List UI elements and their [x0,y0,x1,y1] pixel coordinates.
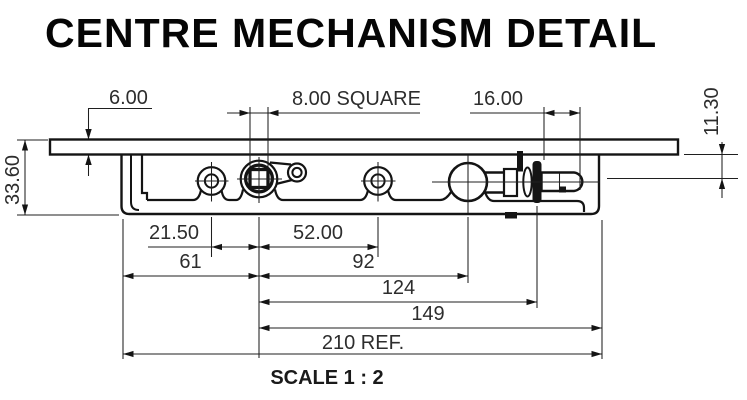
svg-text:210 REF.: 210 REF. [322,332,404,354]
dim-square-spindle: 8.00 SQUARE [227,88,421,167]
svg-text:61: 61 [179,251,201,273]
dimensions: 6.00 8.00 SQUARE 16.00 11.30 [2,87,738,359]
dim-plate-thickness: 6.00 [85,87,152,176]
case-step [140,154,149,200]
slot-edge [273,189,370,202]
spindle-assembly [484,151,584,203]
shaft-notch [559,186,566,193]
dim-spindle-to-boss: 52.00 [259,222,378,251]
centerlines [195,155,600,213]
slot-edge [220,189,245,202]
case-inner-wall [130,154,140,211]
svg-text:33.60: 33.60 [2,155,24,205]
slot-edge [147,189,203,202]
dim-boss-to-spindle: 21.50 [148,222,259,251]
svg-text:21.50: 21.50 [149,222,199,244]
dim-spindle-to-roller: 92 [259,251,468,280]
dim-overall-height: 33.60 [2,139,119,216]
svg-text:149: 149 [411,303,444,325]
faceplate [48,138,680,156]
mechanism-view [48,138,680,219]
svg-text:16.00: 16.00 [473,88,523,110]
dim-spindle-to-clip: 124 [259,277,537,306]
pawl-neck [275,178,293,186]
chain-extension-lines [122,206,603,359]
svg-text:11.30: 11.30 [701,87,723,136]
pawl-boss [286,162,308,183]
case-outline [120,154,601,216]
slot-edge [483,191,586,212]
pawl-neck [269,161,292,166]
gear-plate-edge [517,151,523,172]
case-tab [505,212,517,219]
svg-text:8.00 SQUARE: 8.00 SQUARE [292,88,421,110]
svg-text:52.00: 52.00 [293,222,343,244]
svg-text:92: 92 [352,251,374,273]
pawl-hole [291,166,303,179]
dim-end-to-spindle: 61 [123,251,259,280]
scale-note: SCALE 1 : 2 [270,367,383,389]
dim-spindle-to-case-end: 149 [259,303,602,332]
svg-text:124: 124 [382,277,415,299]
svg-text:6.00: 6.00 [109,87,148,109]
dim-axis-depth: 11.30 [607,87,738,198]
dim-overall-length: 210 REF. [123,332,602,358]
slot-edge [386,189,452,202]
page-title: CENTRE MECHANISM DETAIL [45,10,657,56]
dim-spindle-projection: 16.00 [470,88,581,190]
